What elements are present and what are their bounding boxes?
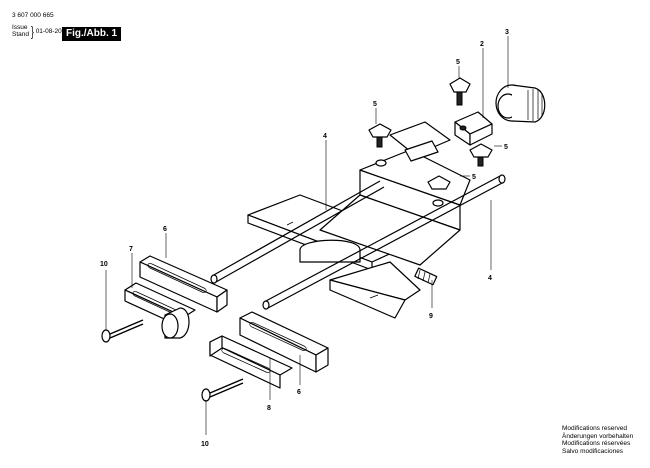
modification-notes: Modifications reserved Änderungen vorbeh…	[562, 425, 633, 455]
wing-screw-top	[449, 77, 471, 106]
note-de: Änderungen vorbehalten	[562, 432, 634, 440]
callout-5-right: 5	[504, 144, 508, 151]
stop-jaw	[124, 282, 196, 339]
issue-labels: Issue Stand	[12, 24, 29, 38]
set-screw	[414, 267, 438, 286]
callout-numbers: 2 3 4 4 5 5 5 5 6 6 7 8 9 10 10	[100, 29, 509, 448]
callout-3: 3	[505, 29, 509, 36]
leader-lines	[105, 36, 509, 435]
callout-2: 2	[480, 41, 484, 48]
note-fr: Modifications réservées	[562, 440, 631, 447]
guide-rod-upper	[210, 180, 385, 284]
wing-screw-body	[427, 175, 451, 207]
document-number: 3 607 000 665	[12, 12, 54, 19]
callout-10-lower: 10	[201, 441, 209, 448]
base-plate	[247, 121, 471, 319]
issue-label: Issue	[12, 24, 28, 31]
wing-screw-left	[368, 123, 392, 167]
guide-rod-lower	[262, 174, 506, 310]
figure-label: Fig./Abb. 1	[62, 27, 122, 41]
stop-jaw-lower	[209, 335, 293, 389]
callout-4: 4	[323, 133, 327, 140]
callout-5-left: 5	[373, 101, 377, 108]
slotted-plate-right	[239, 311, 329, 373]
callout-6-left: 6	[163, 226, 167, 233]
screw-upper	[101, 319, 144, 343]
callout-8: 8	[267, 405, 271, 412]
wing-screw-right	[469, 143, 493, 167]
issue-date: 01-08-20	[35, 27, 62, 35]
issue-block: Issue Stand } 01-08-20	[12, 24, 62, 38]
clamp-block	[454, 111, 493, 146]
callout-5-top: 5	[456, 59, 460, 66]
callout-10-upper: 10	[100, 261, 108, 268]
slotted-plate-left	[139, 255, 228, 313]
note-en: Modifications reserved	[562, 425, 628, 432]
callout-4-lower: 4	[488, 275, 492, 282]
callout-9: 9	[429, 313, 433, 320]
callout-7: 7	[129, 246, 133, 253]
screw-lower	[201, 378, 244, 402]
callout-6-right: 6	[297, 389, 301, 396]
issue-brace: }	[30, 23, 34, 39]
note-es: Salvo modificaciones	[562, 447, 624, 455]
callout-5-body: 5	[472, 174, 476, 181]
stand-label: Stand	[12, 31, 29, 38]
knurled-nut	[495, 84, 546, 123]
